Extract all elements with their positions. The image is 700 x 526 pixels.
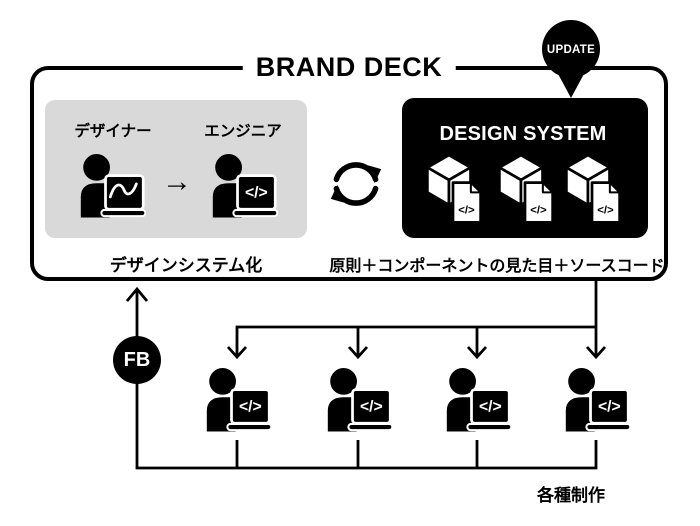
code-glyph: </>	[597, 205, 614, 217]
update-badge-label: UPDATE	[547, 44, 595, 56]
feedback-arrowhead-up	[125, 286, 149, 302]
production-caption: 各種制作	[537, 486, 605, 505]
code-glyph: </>	[530, 205, 547, 217]
update-balloon-icon: UPDATE	[542, 20, 600, 98]
design-system-title: DESIGN SYSTEM	[439, 123, 607, 145]
component-cube-icon: </>	[565, 153, 621, 224]
code-glyph: </>	[479, 399, 502, 416]
arrowhead-down-4	[585, 346, 607, 360]
arrowhead-down-3	[466, 346, 488, 360]
code-glyph: </>	[598, 399, 621, 416]
distribution-rail	[235, 325, 596, 356]
component-cube-icon: </>	[498, 153, 554, 224]
person-coder-icon: </>	[565, 368, 631, 432]
pen-curve-icon	[108, 182, 138, 199]
arrowhead-down-2	[347, 346, 369, 360]
person-coder-icon: </>	[446, 368, 512, 432]
code-glyph: </>	[458, 205, 475, 217]
fb-badge: FB	[113, 336, 161, 384]
workflow-caption: デザインシステム化	[109, 256, 263, 275]
sync-arrows-icon	[330, 162, 382, 206]
fb-badge-label: FB	[123, 348, 151, 371]
handoff-arrow: →	[162, 165, 192, 198]
code-glyph: </>	[245, 185, 268, 202]
person-coder-icon: </>	[212, 154, 278, 218]
diagram-title: BRAND DECK	[242, 50, 456, 84]
arrowhead-down-1	[226, 346, 248, 360]
component-cube-icon: </>	[426, 153, 482, 224]
designer-label: デザイナー	[74, 123, 152, 140]
code-glyph: </>	[239, 399, 262, 416]
person-coder-icon: </>	[327, 368, 393, 432]
engineer-label: エンジニア	[204, 123, 282, 140]
person-coder-icon: </>	[206, 368, 272, 432]
person-designer-icon	[80, 154, 146, 218]
code-glyph: </>	[360, 399, 383, 416]
design-system-caption: 原則＋コンポーネントの見た目＋ソースコード	[329, 258, 665, 275]
